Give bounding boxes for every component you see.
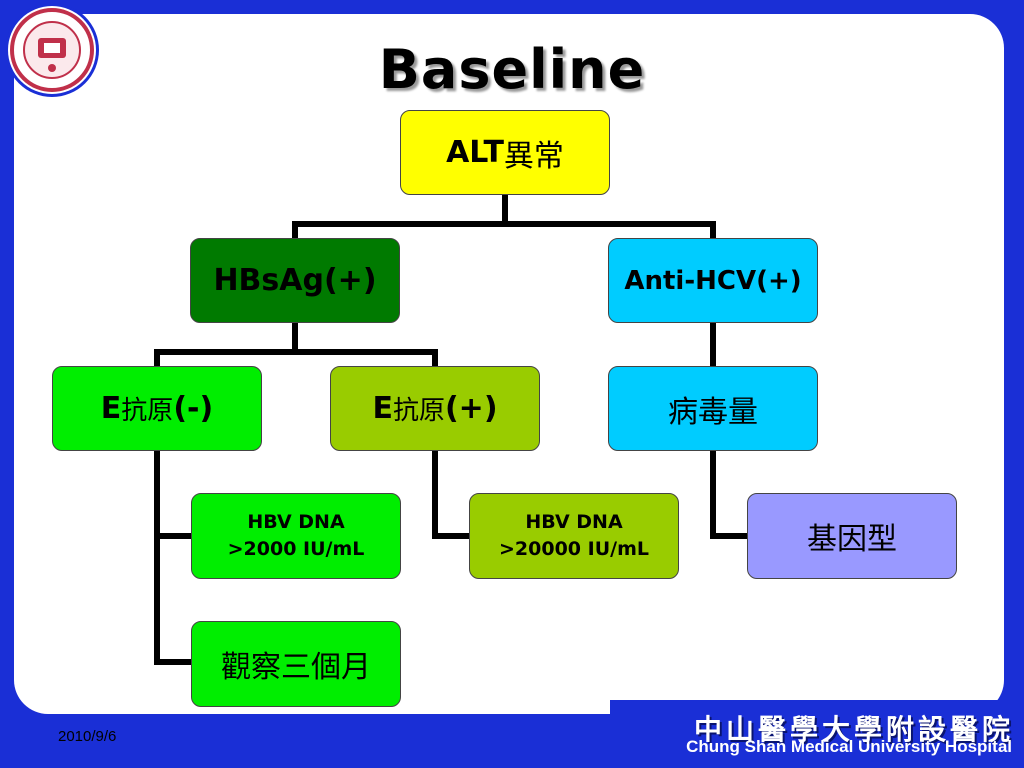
node-hbsag-positive: HBsAg(+) <box>190 238 400 323</box>
connector-e-neg-to-dna <box>154 448 194 539</box>
node-e-pos-cjk: 抗原 <box>392 396 445 426</box>
node-viral-load: 病毒量 <box>608 366 818 451</box>
node-e-pos-prefix: E <box>372 391 393 426</box>
node-viral-load-label: 病毒量 <box>668 394 758 430</box>
hospital-name-chinese: 中山醫學大學附設醫院 <box>693 713 1014 746</box>
slide-title: Baseline <box>378 38 646 101</box>
node-alt-cjk: 異常 <box>503 138 564 174</box>
node-dna-20000-line1: HBV DNA <box>525 511 623 533</box>
node-dna-2000-line2: >2000 IU/mL <box>227 538 365 560</box>
node-observe-three-months: 觀察三個月 <box>191 621 401 707</box>
node-dna-2000-line1: HBV DNA <box>247 511 345 533</box>
node-hbv-dna-2000: HBV DNA >2000 IU/mL <box>191 493 401 579</box>
node-observe-label: 觀察三個月 <box>221 650 371 685</box>
node-e-neg-prefix: E <box>100 391 122 426</box>
node-hbv-dna-20000: HBV DNA >20000 IU/mL <box>469 493 679 579</box>
node-genotype-label: 基因型 <box>807 522 897 557</box>
node-anti-hcv-label: Anti-HCV(+) <box>624 265 802 296</box>
hospital-logo <box>8 6 96 94</box>
connector-e-pos-to-dna <box>432 448 472 539</box>
node-e-pos-suffix: (+) <box>444 391 498 426</box>
hospital-seal-icon <box>10 8 94 92</box>
node-alt-latin: ALT <box>446 135 504 170</box>
node-anti-hcv-positive: Anti-HCV(+) <box>608 238 818 323</box>
connector-viral-load-to-genotype <box>710 448 750 539</box>
hospital-name-english: Chung Shan Medical University Hospital <box>686 737 1012 756</box>
node-e-neg-suffix: (-) <box>173 391 214 426</box>
node-genotype: 基因型 <box>747 493 957 579</box>
connector-e-neg-to-observe <box>154 533 194 665</box>
slide-date: 2010/9/6 <box>58 728 117 745</box>
node-hbsag-label: HBsAg(+) <box>213 263 377 298</box>
hospital-banner <box>610 700 1024 768</box>
node-e-neg-cjk: 抗原 <box>121 396 174 426</box>
node-dna-20000-line2: >20000 IU/mL <box>499 538 649 560</box>
